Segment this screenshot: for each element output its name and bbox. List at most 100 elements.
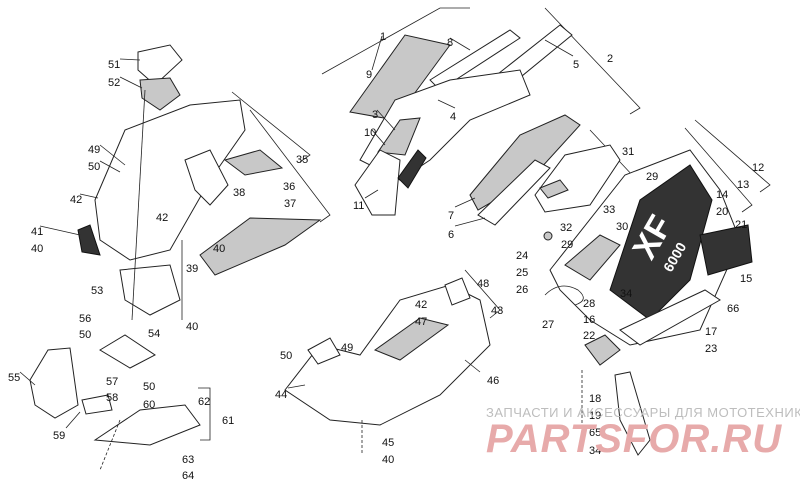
callout-c28: 28 — [583, 298, 595, 310]
callout-c41: 41 — [31, 226, 43, 238]
cap-48 — [444, 277, 471, 306]
callout-c27: 27 — [542, 319, 554, 331]
callout-c50a: 50 — [88, 161, 100, 173]
pad-36 — [223, 149, 284, 176]
callout-c25: 25 — [516, 267, 528, 279]
callout-c60: 60 — [143, 399, 155, 411]
callout-c52: 52 — [108, 77, 120, 89]
side-panel-11 — [354, 149, 401, 216]
callout-c34a: 34 — [620, 288, 632, 300]
callout-c18: 18 — [589, 393, 601, 405]
callout-c14: 14 — [716, 189, 728, 201]
callout-c12: 12 — [752, 162, 764, 174]
callout-c39: 39 — [186, 263, 198, 275]
fastener-24 — [543, 231, 553, 241]
callout-c55: 55 — [8, 372, 20, 384]
dash-panel-35 — [94, 99, 246, 261]
rail-61 — [93, 404, 201, 446]
callout-c10: 10 — [364, 127, 376, 139]
callout-c66: 66 — [727, 303, 739, 315]
bracket-50 — [307, 337, 341, 365]
console-group — [39, 44, 331, 321]
belly-pan-group — [284, 269, 501, 455]
headlight-housing-31 — [534, 144, 621, 213]
side-panel-55 — [29, 347, 79, 419]
bracket-53 — [119, 264, 181, 316]
callout-c58: 58 — [106, 392, 118, 404]
callout-c30: 30 — [616, 221, 628, 233]
callout-c11: 11 — [353, 200, 364, 212]
callout-c42c: 42 — [415, 299, 427, 311]
callout-c4: 4 — [450, 111, 456, 123]
side-piece-41 — [77, 224, 101, 256]
gasket-51 — [137, 44, 183, 86]
callout-c51: 51 — [108, 59, 120, 71]
callout-c64: 64 — [182, 470, 194, 482]
callout-c40a: 40 — [31, 243, 43, 255]
hood-group — [321, 7, 641, 227]
callout-c17: 17 — [705, 326, 717, 338]
clip-58 — [81, 394, 113, 415]
callout-c61: 61 — [222, 415, 234, 427]
callout-c43: 43 — [491, 305, 503, 317]
callout-c45: 45 — [382, 437, 394, 449]
screen-6 — [477, 159, 551, 226]
cover-56 — [99, 334, 156, 369]
insert-47 — [373, 317, 450, 361]
side-trim-11 — [397, 149, 427, 189]
headlight-group: XF 6000 — [534, 119, 771, 456]
callout-c13: 13 — [737, 179, 749, 191]
vent-3 — [377, 117, 421, 156]
callout-c53: 53 — [91, 285, 103, 297]
windshield-9 — [349, 34, 451, 121]
callout-c16: 16 — [583, 314, 595, 326]
callout-c29a: 29 — [646, 171, 658, 183]
callout-c38: 38 — [233, 187, 245, 199]
callout-c9: 9 — [366, 69, 372, 81]
callout-c40b: 40 — [213, 243, 225, 255]
callout-c42a: 42 — [70, 194, 82, 206]
callout-c20: 20 — [716, 206, 728, 218]
callout-c19: 19 — [589, 410, 601, 422]
callout-c57: 57 — [106, 376, 118, 388]
callout-c40c: 40 — [186, 321, 198, 333]
callout-c26: 26 — [516, 284, 528, 296]
callout-c5: 5 — [573, 59, 579, 71]
callout-c29b: 29 — [561, 239, 573, 251]
callout-c48: 48 — [477, 278, 489, 290]
callout-c54: 54 — [148, 328, 160, 340]
callout-c22: 22 — [583, 330, 595, 342]
intake-17 — [619, 289, 721, 346]
callout-c56: 56 — [79, 313, 91, 325]
watermark-caption: ЗАПЧАСТИ И АКСЕССУАРЫ ДЛЯ МОТОТЕХНИКИ — [486, 405, 800, 420]
callout-c59: 59 — [53, 430, 65, 442]
callout-c47: 47 — [415, 316, 427, 328]
lens-32 — [539, 179, 569, 199]
callout-c7: 7 — [448, 210, 454, 222]
callout-c15: 15 — [740, 273, 752, 285]
callout-c3: 3 — [372, 109, 378, 121]
callout-c65: 65 — [589, 427, 601, 439]
callout-c50c: 50 — [143, 381, 155, 393]
callout-c34b: 34 — [589, 445, 601, 457]
lower-left-group — [19, 334, 211, 471]
callout-c49b: 49 — [341, 342, 353, 354]
callout-c42b: 42 — [156, 212, 168, 224]
grille-29 — [564, 234, 621, 281]
callout-c23: 23 — [705, 343, 717, 355]
callout-c35: 35 — [296, 154, 308, 166]
watermark-logo-text: PARTSFOR.RU — [486, 417, 782, 461]
callout-c63: 63 — [182, 454, 194, 466]
callout-c2: 2 — [607, 53, 613, 65]
callout-c33: 33 — [603, 204, 615, 216]
callout-c24: 24 — [516, 250, 528, 262]
callout-c40d: 40 — [382, 454, 394, 466]
callout-c49a: 49 — [88, 144, 100, 156]
callout-c36: 36 — [283, 181, 295, 193]
callout-c44: 44 — [275, 389, 287, 401]
callout-c32: 32 — [560, 222, 572, 234]
callout-c46: 46 — [487, 375, 499, 387]
plate-22 — [584, 334, 621, 366]
